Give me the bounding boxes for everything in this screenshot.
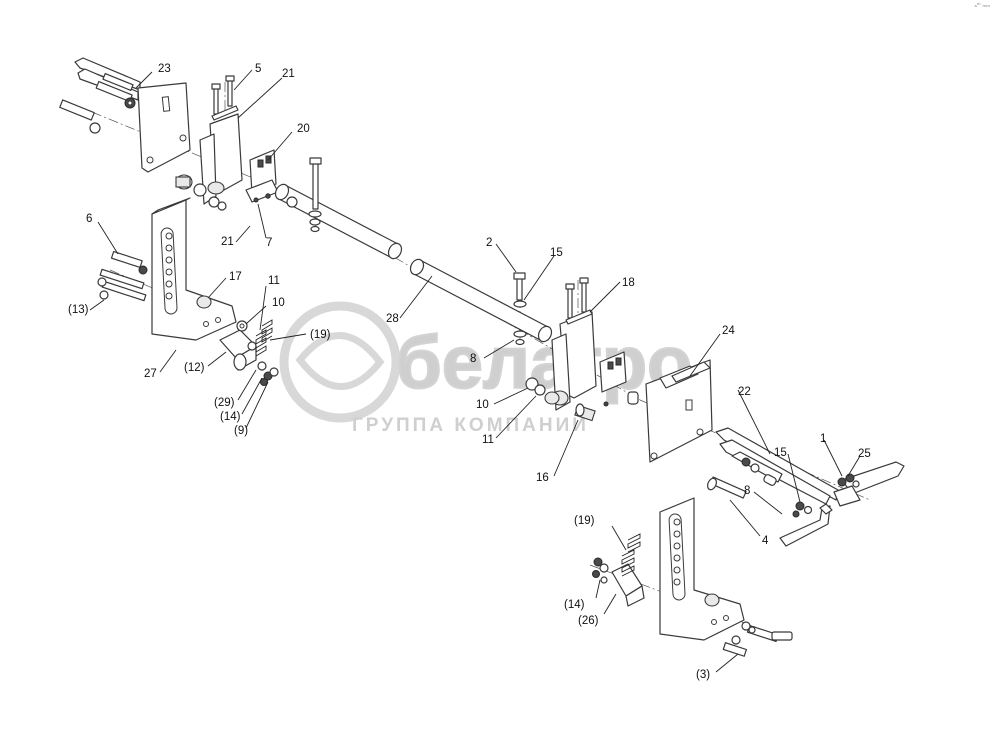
callout-5: 5 bbox=[255, 63, 261, 75]
callout-24: 24 bbox=[722, 325, 735, 337]
callout-10: 10 bbox=[272, 297, 285, 309]
callout-4: 4 bbox=[762, 535, 769, 547]
part-19-spring-right bbox=[621, 533, 641, 577]
part-arm-right bbox=[659, 497, 745, 641]
part-4-bolt bbox=[707, 476, 747, 499]
part-14-washers-right bbox=[592, 557, 609, 584]
callout-18: 18 bbox=[622, 277, 635, 289]
part-bolts-top-left bbox=[59, 72, 136, 134]
callout-23: 23 bbox=[158, 63, 171, 75]
callout-17: 17 bbox=[229, 271, 242, 283]
part-5-bolts bbox=[211, 75, 239, 121]
callout-25: 25 bbox=[858, 448, 871, 460]
callout-15: 15 bbox=[774, 447, 787, 459]
callout-14: (14) bbox=[564, 599, 585, 611]
watermark-logo-leaf bbox=[295, 332, 385, 390]
callout-22: 22 bbox=[738, 386, 751, 398]
part-washers-left bbox=[236, 320, 279, 386]
part-bolt-center-top bbox=[308, 157, 322, 233]
callout-21: 21 bbox=[221, 236, 234, 248]
part-clamp-center bbox=[599, 351, 639, 407]
watermark: белагро ГРУППА КОМПАНИЙ bbox=[279, 301, 693, 436]
callout-1: 1 bbox=[820, 433, 826, 445]
callout-20: 20 bbox=[297, 123, 310, 135]
callout-labels: 23 5 21 20 6 21 7 17 11 10 (13) (19) (12… bbox=[68, 63, 871, 681]
callout-19: (19) bbox=[310, 329, 331, 341]
callout-12: (12) bbox=[184, 362, 205, 374]
corner-mark: ₐᵐ ₘₘ bbox=[974, 2, 990, 9]
callout-8: 8 bbox=[744, 485, 750, 497]
part-7-nut bbox=[265, 193, 271, 199]
leader-lines bbox=[89, 69, 861, 673]
callout-13: (13) bbox=[68, 304, 89, 316]
part-18-bracket bbox=[551, 277, 597, 411]
part-3-bolts bbox=[722, 621, 793, 657]
watermark-logo-ring bbox=[279, 301, 401, 423]
callout-29: (29) bbox=[214, 397, 235, 409]
part-13-bolts bbox=[97, 250, 148, 302]
part-27-arm bbox=[151, 197, 237, 341]
callout-10: 10 bbox=[476, 399, 489, 411]
part-4-handle bbox=[779, 503, 833, 547]
part-20-clamp bbox=[245, 149, 279, 203]
callout-15: 15 bbox=[550, 247, 563, 259]
callout-27: 27 bbox=[144, 368, 157, 380]
callout-16: 16 bbox=[536, 472, 549, 484]
callout-7: 7 bbox=[266, 237, 272, 249]
part-28-shaft bbox=[274, 183, 553, 343]
callout-11: 11 bbox=[482, 434, 494, 446]
watermark-caption: ГРУППА КОМПАНИЙ bbox=[352, 414, 589, 436]
callout-26: (26) bbox=[578, 615, 599, 627]
callout-19: (19) bbox=[574, 515, 595, 527]
callout-21: 21 bbox=[282, 68, 295, 80]
callout-28: 28 bbox=[386, 313, 399, 325]
part-19-spring-left bbox=[255, 319, 273, 357]
callout-14: (14) bbox=[220, 411, 241, 423]
part-bolt-2 bbox=[513, 272, 527, 346]
part-22-lever bbox=[715, 427, 839, 505]
part-24-plate bbox=[645, 359, 713, 463]
part-26-block bbox=[611, 563, 645, 607]
part-21-lever bbox=[175, 113, 243, 211]
callout-3: (3) bbox=[696, 669, 710, 681]
callout-9: (9) bbox=[234, 425, 248, 437]
part-10-11-16-bushings bbox=[525, 377, 596, 422]
callout-11: 11 bbox=[268, 275, 280, 287]
part-15-bolt-right bbox=[792, 501, 813, 518]
callout-8: 8 bbox=[470, 353, 476, 365]
callout-6: 6 bbox=[86, 213, 92, 225]
callout-2: 2 bbox=[486, 237, 492, 249]
